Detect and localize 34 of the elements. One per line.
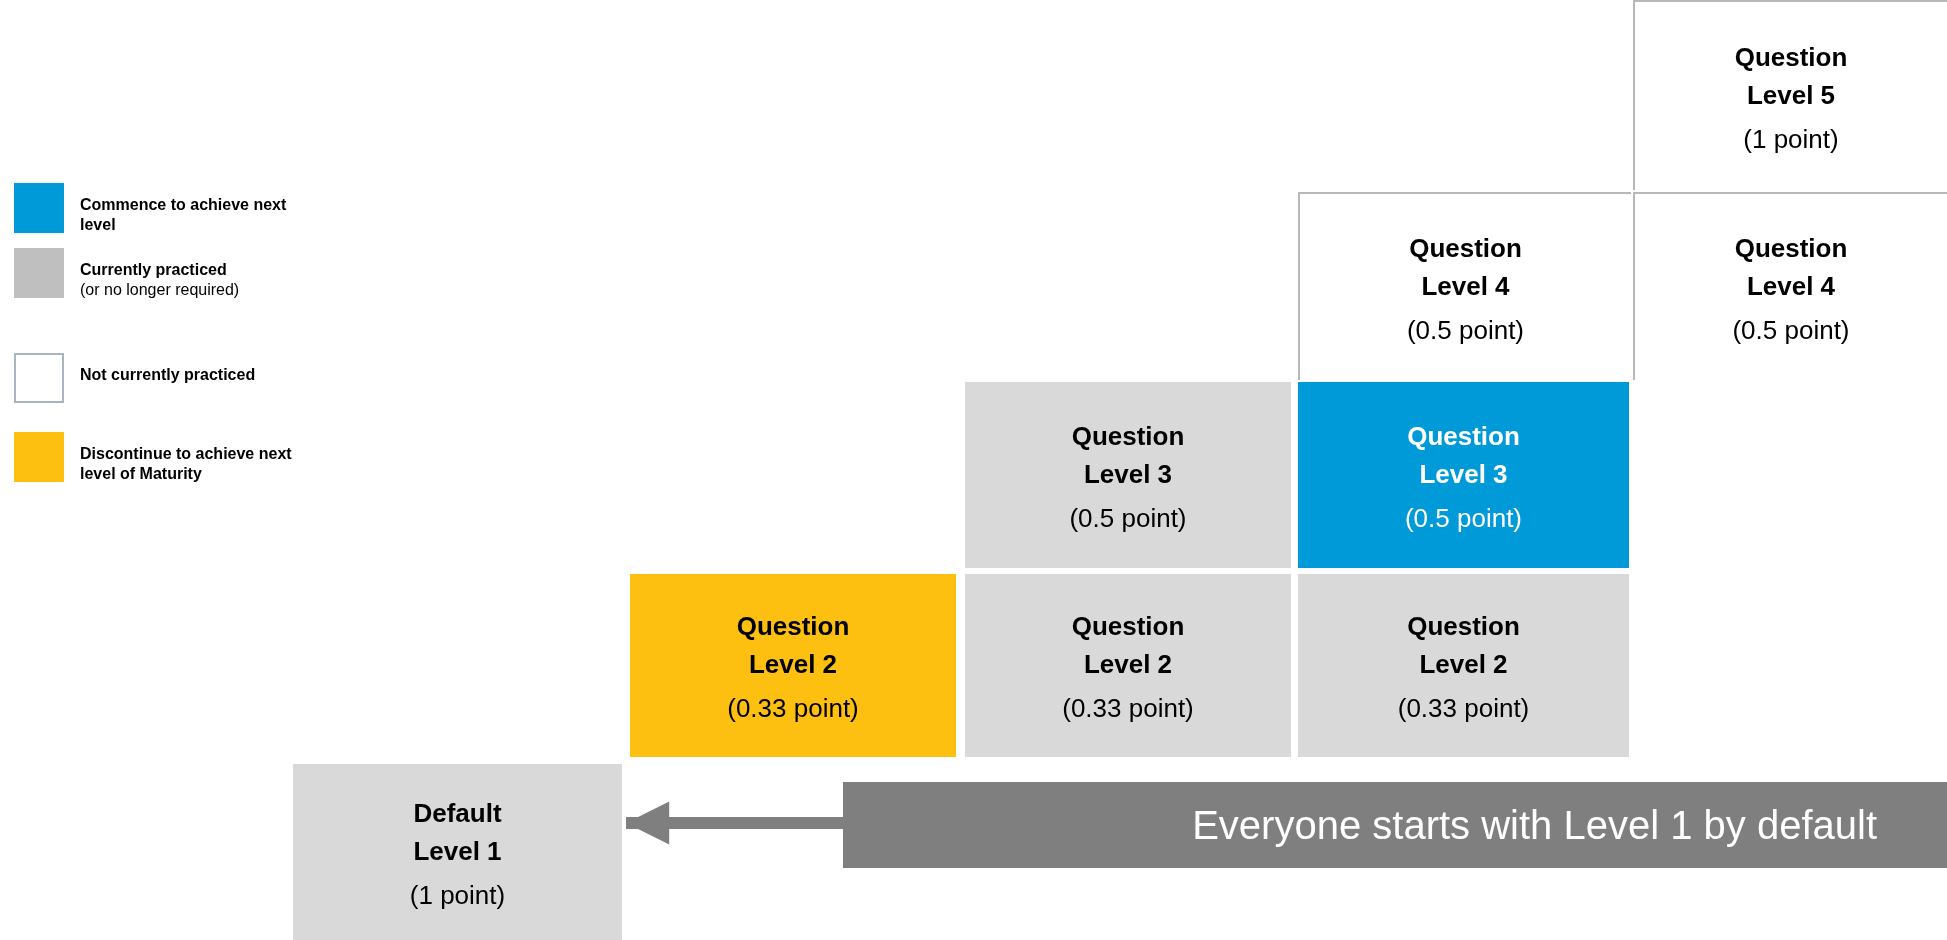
arrow: [626, 801, 843, 845]
level-box: [1298, 574, 1629, 757]
point-value: (1 point): [1743, 123, 1839, 155]
legend-text: Currently practiced (or no longer required): [80, 260, 241, 300]
banner-box: [843, 782, 1947, 868]
level-box: [1298, 382, 1629, 568]
level-box: [965, 574, 1291, 757]
point-value: (0.33 point): [1397, 693, 1530, 724]
level-title: Question Level 3: [1070, 419, 1186, 491]
level-box: [1633, 192, 1947, 380]
point-value: (0.5 point): [1069, 502, 1187, 534]
legend-text: Commence to achieve next level: [80, 195, 288, 235]
level-box: [965, 382, 1291, 568]
level-title: Default Level 1: [412, 796, 503, 868]
level-title: Question Level 3: [1406, 419, 1521, 491]
point-value: (0.5 point): [1732, 314, 1850, 346]
level-title: Question Level 2: [1070, 610, 1186, 681]
level-box: [1298, 192, 1631, 380]
point-value: (1 point): [409, 879, 506, 911]
banner-text: Everyone starts with Level 1 by default: [1192, 802, 1877, 848]
level-box: [293, 764, 622, 940]
level-title: Question Level 2: [735, 610, 851, 681]
legend-text: Not currently practiced: [80, 365, 257, 385]
point-value: (0.33 point): [727, 693, 859, 724]
level-box: [1633, 0, 1947, 190]
point-value: (0.5 point): [1406, 314, 1525, 346]
level-title: Question Level 5: [1733, 40, 1849, 112]
level-title: Question Level 4: [1408, 231, 1523, 303]
level-box: [630, 574, 956, 757]
legend-text: Discontinue to achieve next level of Maturity: [80, 444, 293, 484]
level-title: Question Level 4: [1733, 231, 1849, 303]
point-value: (0.5 point): [1404, 502, 1523, 534]
level-title: Question Level 2: [1406, 610, 1521, 681]
point-value: (0.33 point): [1062, 693, 1194, 724]
